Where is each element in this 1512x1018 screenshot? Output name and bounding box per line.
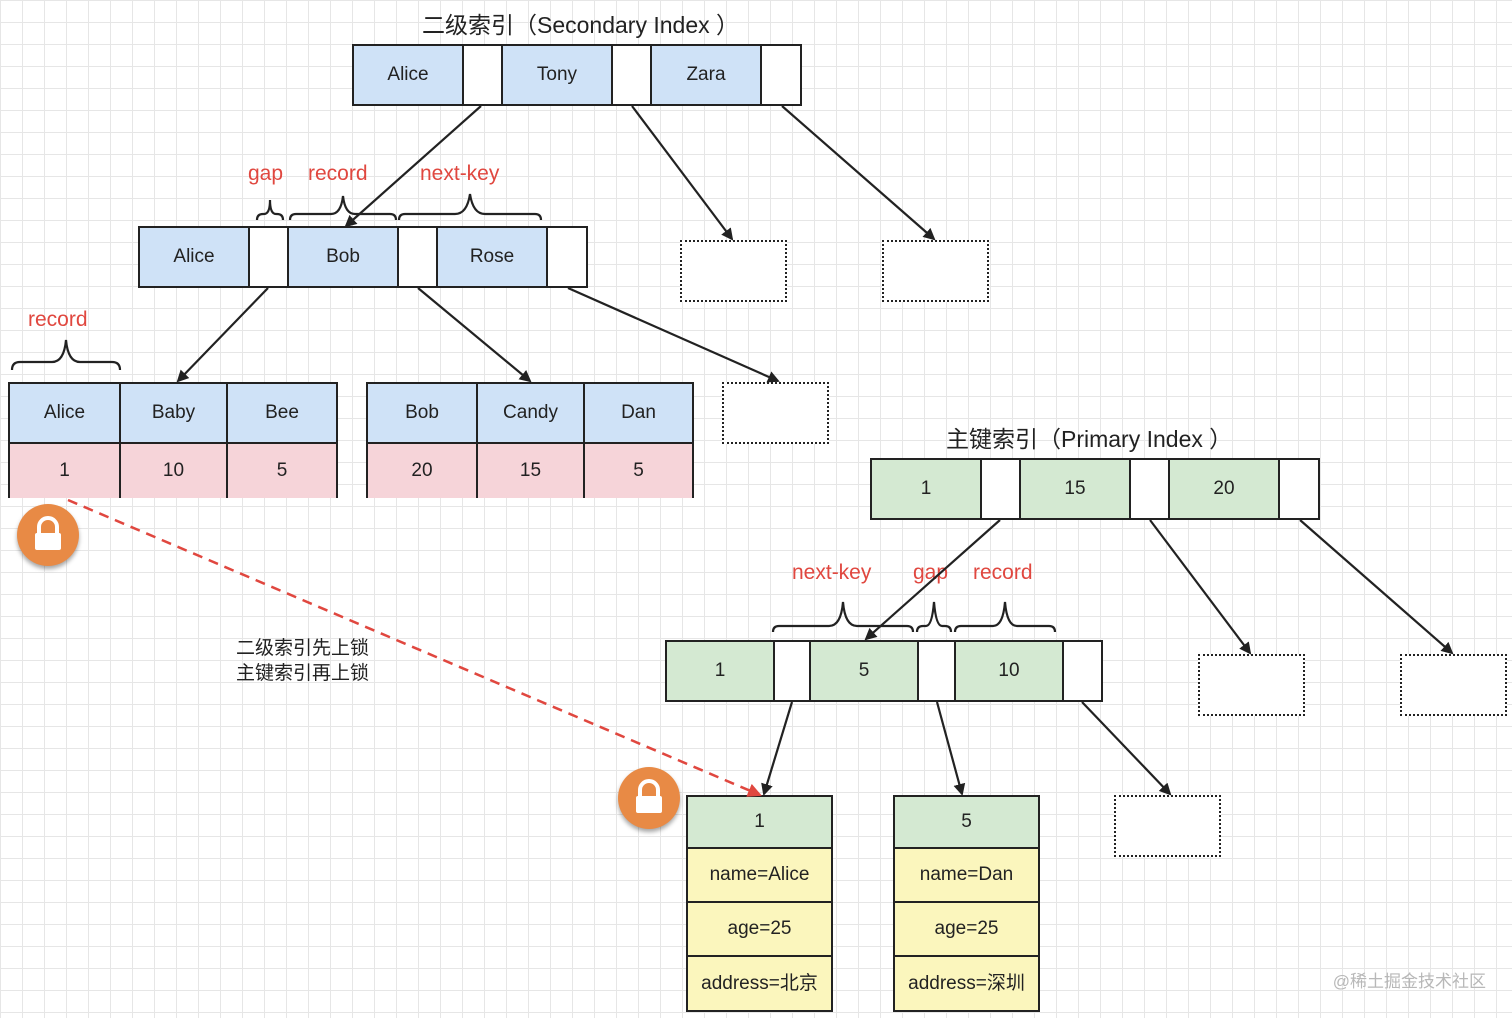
- pointer-arrow: [176, 287, 269, 383]
- record-name-field: name=Alice: [688, 849, 831, 903]
- pointer-arrow: [1081, 701, 1172, 796]
- pointer-arrow: [417, 287, 532, 383]
- secondary-root-key: Alice: [354, 46, 464, 104]
- secondary-root-pointer: [464, 46, 503, 104]
- secondary-leaf-key: Dan: [585, 384, 692, 442]
- primary-inner-key: 10: [956, 642, 1064, 700]
- watermark: @稀土掘金技术社区: [1332, 972, 1486, 991]
- secondary-leaf-row-id: 15: [478, 444, 585, 498]
- pointer-arrow: [1299, 519, 1454, 655]
- gap-brace: [915, 601, 953, 633]
- next-key-label: next-key: [420, 162, 500, 185]
- lock-icon: [17, 504, 79, 566]
- gap-label: gap: [913, 561, 949, 584]
- secondary-root-key: Tony: [503, 46, 613, 104]
- secondary-leaf-key: Bob: [368, 384, 478, 442]
- record-address-field: address=北京: [701, 973, 818, 994]
- secondary-leaf-row-id: 5: [228, 444, 336, 498]
- primary-inner-node: 1 5 10: [665, 640, 1103, 702]
- placeholder-node: [680, 240, 787, 302]
- record-id: 1: [688, 797, 831, 849]
- lock-order-note: 二级索引先上锁 主键索引再上锁: [236, 636, 369, 686]
- record-age-field: age=25: [895, 903, 1038, 957]
- leaf-record-brace: [10, 339, 122, 371]
- primary-root-key: 20: [1170, 460, 1280, 518]
- primary-inner-pointer: [775, 642, 811, 700]
- secondary-root-pointer: [613, 46, 652, 104]
- record-label: record: [308, 162, 368, 185]
- secondary-leaf-key: Candy: [478, 384, 585, 442]
- primary-inner-key: 5: [811, 642, 919, 700]
- pointer-arrow: [761, 701, 794, 796]
- gap-brace: [255, 199, 285, 221]
- primary-root-key: 15: [1021, 460, 1131, 518]
- secondary-leaf-row-id: 1: [10, 444, 121, 498]
- pointer-arrow: [631, 105, 734, 241]
- primary-inner-key: 1: [667, 642, 775, 700]
- pointer-arrow: [1149, 519, 1252, 655]
- leaf-record-label: record: [28, 308, 88, 331]
- secondary-inner-pointer: [250, 228, 289, 286]
- pointer-arrow: [567, 286, 780, 383]
- primary-inner-pointer: [1064, 642, 1101, 700]
- record-label: record: [973, 561, 1033, 584]
- next-key-brace: [397, 193, 543, 221]
- pointer-arrow: [935, 701, 966, 796]
- pointer-arrow: [781, 105, 936, 241]
- placeholder-node: [882, 240, 989, 302]
- secondary-root-key: Zara: [652, 46, 762, 104]
- pointer-arrow: [864, 519, 1001, 641]
- primary-inner-pointer: [919, 642, 956, 700]
- note-line-2: 主键索引再上锁: [236, 663, 370, 684]
- primary-root-key: 1: [872, 460, 982, 518]
- placeholder-node: [1198, 654, 1305, 716]
- placeholder-node: [722, 382, 829, 444]
- secondary-inner-pointer: [548, 228, 586, 286]
- pointer-arrow: [344, 105, 482, 228]
- placeholder-node: [1400, 654, 1507, 716]
- secondary-inner-pointer: [399, 228, 438, 286]
- secondary-root-node: Alice Tony Zara: [352, 44, 802, 106]
- lock-order-arrow: [67, 498, 762, 797]
- gap-label: gap: [248, 162, 284, 185]
- primary-root-pointer: [1280, 460, 1318, 518]
- secondary-root-pointer: [762, 46, 800, 104]
- record-address-field: address=深圳: [908, 973, 1025, 994]
- secondary-leaf-key: Baby: [121, 384, 228, 442]
- lock-icon: [618, 767, 680, 829]
- secondary-inner-key: Bob: [289, 228, 399, 286]
- record-age-field: age=25: [688, 903, 831, 957]
- secondary-inner-key: Alice: [140, 228, 250, 286]
- placeholder-node: [1114, 795, 1221, 857]
- primary-root-node: 1 15 20: [870, 458, 1320, 520]
- record-name-field: name=Dan: [895, 849, 1038, 903]
- secondary-leaf-key: Alice: [10, 384, 121, 442]
- note-line-1: 二级索引先上锁: [236, 638, 370, 659]
- secondary-leaf-row-id: 5: [585, 444, 692, 498]
- record-brace: [288, 195, 398, 221]
- secondary-inner-node: Alice Bob Rose: [138, 226, 588, 288]
- secondary-leaf-row-id: 20: [368, 444, 478, 498]
- secondary-leaf-row-id: 10: [121, 444, 228, 498]
- primary-index-title: 主键索引（Primary Index ）: [946, 426, 1233, 452]
- clustered-record-2: 5 name=Dan age=25 address=深圳: [893, 795, 1040, 1012]
- next-key-brace: [771, 601, 915, 633]
- secondary-index-title: 二级索引（Secondary Index ）: [422, 12, 740, 38]
- record-brace: [953, 601, 1057, 633]
- secondary-leaf-node-1: Alice Baby Bee 1 10 5: [8, 382, 338, 498]
- record-id: 5: [895, 797, 1038, 849]
- next-key-label: next-key: [792, 561, 872, 584]
- primary-root-pointer: [1131, 460, 1170, 518]
- primary-root-pointer: [982, 460, 1021, 518]
- secondary-leaf-key: Bee: [228, 384, 336, 442]
- secondary-inner-key: Rose: [438, 228, 548, 286]
- secondary-leaf-node-2: Bob Candy Dan 20 15 5: [366, 382, 694, 498]
